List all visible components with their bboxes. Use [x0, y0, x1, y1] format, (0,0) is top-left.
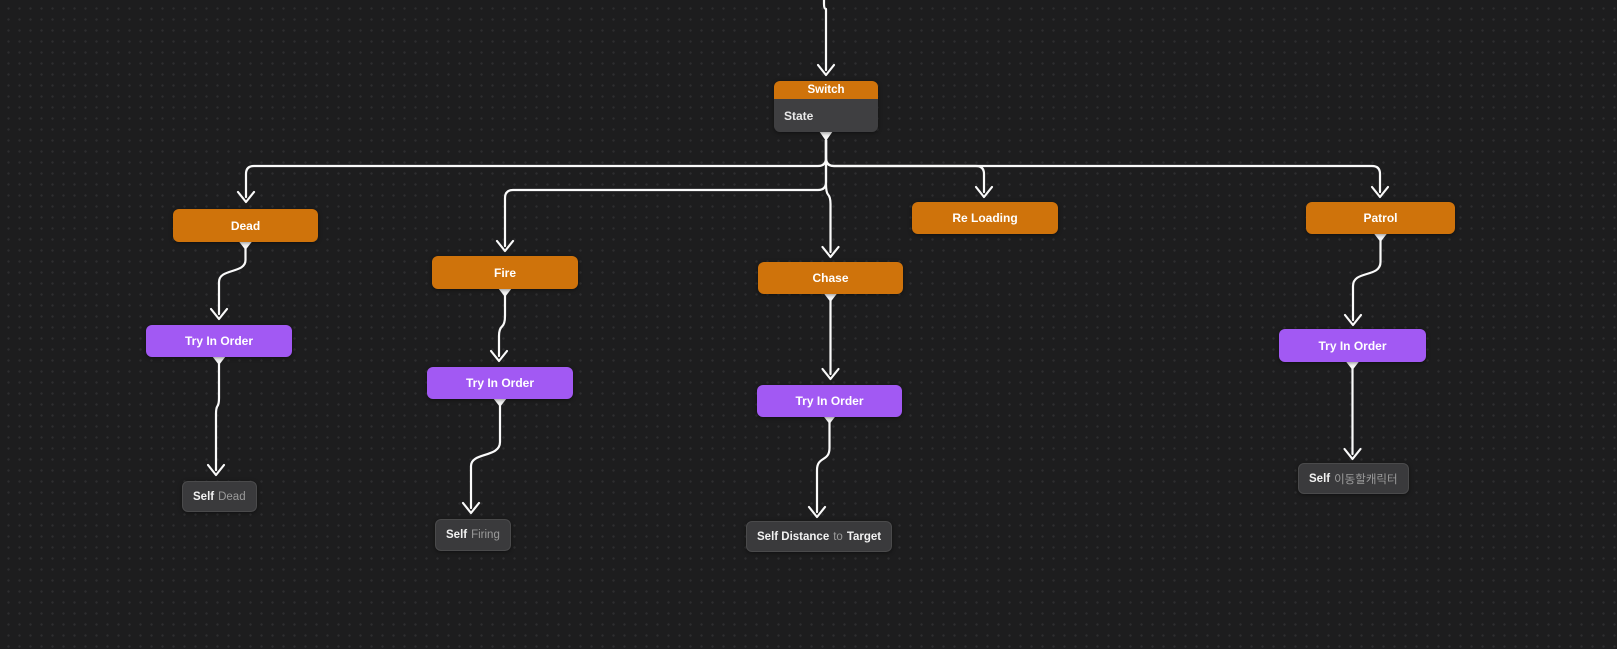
output-port-tryinorder-fire[interactable] [493, 398, 507, 407]
output-port-tryinorder-chase[interactable] [822, 415, 837, 424]
node-re-loading[interactable]: Re Loading [912, 202, 1058, 234]
self-firing-key: Self [446, 529, 468, 541]
edge-top-switch[interactable] [816, 0, 836, 77]
edge-tryinorder-selffiring[interactable] [461, 401, 502, 515]
node-self-firing[interactable]: Self Firing [435, 519, 511, 551]
output-port-dead[interactable] [238, 241, 253, 250]
output-port-chase[interactable] [823, 293, 838, 302]
node-try-in-order-fire-label: Try In Order [465, 376, 535, 390]
output-port-tryinorder-dead[interactable] [212, 356, 226, 365]
self-dead-value: Dead [218, 490, 246, 503]
node-try-in-order-chase[interactable]: Try In Order [757, 385, 902, 417]
output-port-switch[interactable] [819, 131, 833, 141]
node-patrol[interactable]: Patrol [1306, 202, 1455, 234]
output-port-patrol[interactable] [1373, 233, 1388, 242]
node-dead-label: Dead [230, 218, 261, 233]
output-port-tryinorder-patrol[interactable] [1345, 361, 1360, 370]
node-try-in-order-patrol[interactable]: Try In Order [1279, 329, 1426, 362]
node-fire[interactable]: Fire [432, 256, 578, 289]
edge-dead-tryinorder[interactable] [209, 243, 247, 321]
self-distance-mid: to [833, 530, 843, 543]
edge-switch-dead[interactable] [236, 138, 828, 204]
edge-tryinorder-selfdead[interactable] [206, 359, 226, 477]
node-self-distance-to-target[interactable]: Self Distance to Target [746, 521, 893, 552]
edge-tryinorder-selfdistance[interactable] [807, 418, 831, 519]
node-patrol-label: Patrol [1363, 211, 1398, 225]
self-dead-key: Self [193, 490, 215, 503]
node-fire-label: Fire [493, 265, 516, 280]
node-re-loading-label: Re Loading [952, 211, 1018, 225]
node-chase-label: Chase [812, 271, 849, 285]
node-try-in-order-dead[interactable]: Try In Order [146, 325, 292, 357]
self-distance-key: Self Distance [757, 530, 830, 543]
edge-switch-fire[interactable] [495, 138, 828, 253]
node-try-in-order-chase-label: Try In Order [795, 394, 864, 408]
edge-switch-chase[interactable] [821, 138, 840, 259]
edge-patrol-tryinorder[interactable] [1343, 237, 1382, 327]
node-dead[interactable]: Dead [173, 209, 318, 242]
edge-switch-reloading[interactable] [824, 138, 994, 199]
edge-fire-tryinorder[interactable] [489, 291, 509, 363]
switch-node-title: Switch [774, 81, 878, 99]
node-chase[interactable]: Chase [758, 262, 903, 294]
self-firing-value: Firing [471, 529, 500, 541]
node-switch[interactable]: Switch State [774, 81, 878, 132]
node-try-in-order-dead-label: Try In Order [184, 334, 254, 348]
node-self-dead[interactable]: Self Dead [182, 481, 257, 512]
node-try-in-order-fire[interactable]: Try In Order [427, 367, 573, 399]
switch-state-field[interactable]: State [774, 99, 878, 132]
node-self-move-character[interactable]: Self 이동할캐릭터 [1298, 463, 1409, 494]
node-try-in-order-patrol-label: Try In Order [1318, 338, 1387, 353]
self-move-value: 이동할캐릭터 [1334, 473, 1398, 486]
self-move-key: Self [1309, 472, 1331, 485]
self-distance-target: Target [846, 530, 882, 543]
output-port-fire[interactable] [498, 288, 512, 297]
